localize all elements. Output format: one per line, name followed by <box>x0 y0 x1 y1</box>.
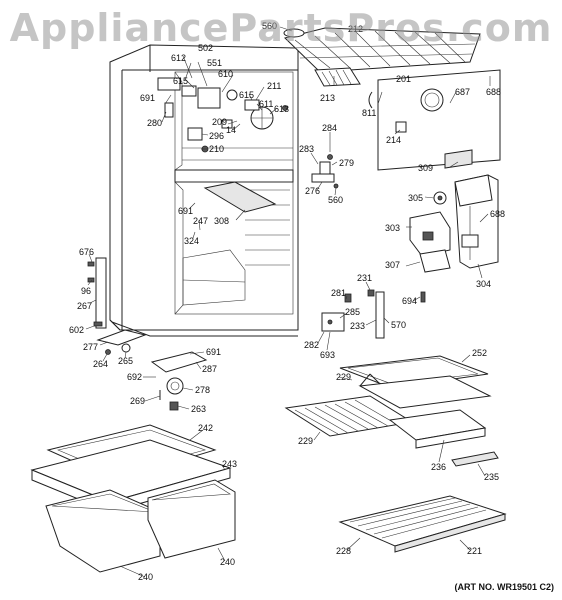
trim-235 <box>451 451 499 467</box>
callout-269: 269 <box>130 396 145 406</box>
callout-502: 502 <box>198 43 213 53</box>
callout-276: 276 <box>305 186 320 196</box>
callout-236: 236 <box>431 462 446 472</box>
callout-240-b: 240 <box>220 557 235 567</box>
callout-96: 96 <box>81 286 91 296</box>
roller-assembly <box>150 351 208 411</box>
callout-560-b: 560 <box>328 195 343 205</box>
control-parts <box>157 77 288 153</box>
callout-307: 307 <box>385 260 400 270</box>
callout-283: 283 <box>299 144 314 154</box>
callout-280: 280 <box>147 118 162 128</box>
crisper-drawer-240-right <box>147 479 236 559</box>
callout-688: 688 <box>486 87 501 97</box>
callout-284: 284 <box>322 123 337 133</box>
callout-242: 242 <box>198 423 213 433</box>
crisper-cover-228 <box>338 495 507 553</box>
air-duct <box>454 174 499 269</box>
callout-201: 201 <box>396 74 411 84</box>
callout-287: 287 <box>202 364 217 374</box>
callout-687: 687 <box>455 87 470 97</box>
callout-324: 324 <box>184 236 199 246</box>
callout-labels: 560 212 502 612 551 615 610 691 211 615 … <box>69 21 505 582</box>
control-knob <box>433 191 447 205</box>
callout-212: 212 <box>348 24 363 34</box>
callout-235: 235 <box>484 472 499 482</box>
damper-assembly <box>409 211 451 273</box>
callout-602: 602 <box>69 325 84 335</box>
plate-309 <box>444 149 473 169</box>
callout-252: 252 <box>472 348 487 358</box>
callout-210: 210 <box>209 144 224 154</box>
hinge-brackets <box>311 154 339 189</box>
callout-296: 296 <box>209 131 224 141</box>
evaporator-cover <box>368 69 501 171</box>
leveling-parts <box>96 329 147 355</box>
callout-691: 691 <box>140 93 155 103</box>
callout-308: 308 <box>214 216 229 226</box>
callout-676: 676 <box>79 247 94 257</box>
freezer-shelf <box>203 181 277 213</box>
callout-610: 610 <box>218 69 233 79</box>
callout-14: 14 <box>226 125 236 135</box>
callout-281: 281 <box>331 288 346 298</box>
callout-560: 560 <box>262 21 277 31</box>
callout-209: 209 <box>212 117 227 127</box>
art-number: (ART NO. WR19501 C2) <box>454 582 554 592</box>
callout-263: 263 <box>191 404 206 414</box>
callout-211: 211 <box>267 81 281 91</box>
callout-231: 231 <box>357 273 372 283</box>
callout-221: 221 <box>467 546 482 556</box>
callout-694: 694 <box>402 296 417 306</box>
callout-265: 265 <box>118 356 133 366</box>
ice-tray <box>314 67 361 87</box>
callout-243: 243 <box>222 459 237 469</box>
glass-shelf-252 <box>339 355 489 389</box>
callout-309: 309 <box>418 163 433 173</box>
callout-282: 282 <box>304 340 319 350</box>
leader-lines <box>85 26 491 578</box>
center-hinge <box>321 289 426 339</box>
callout-285: 285 <box>345 307 360 317</box>
callout-228: 228 <box>336 546 351 556</box>
callout-214: 214 <box>386 135 401 145</box>
freezer-wire-shelf <box>283 27 481 73</box>
callout-613: 613 <box>274 104 289 114</box>
callout-551: 551 <box>207 58 222 68</box>
callout-692: 692 <box>127 372 142 382</box>
callout-811: 811 <box>362 108 376 118</box>
callout-615-b: 615 <box>239 90 254 100</box>
callout-305: 305 <box>408 193 423 203</box>
callout-264: 264 <box>93 359 108 369</box>
callout-691-c: 691 <box>206 347 221 357</box>
callout-611: 611 <box>259 99 273 109</box>
callout-304: 304 <box>476 279 491 289</box>
callout-247: 247 <box>193 216 208 226</box>
callout-279: 279 <box>339 158 354 168</box>
callout-229-b: 229 <box>298 436 313 446</box>
left-side-parts <box>87 257 107 329</box>
crisper-drawer-240-left <box>45 489 161 573</box>
callout-570: 570 <box>391 320 406 330</box>
drawer-236 <box>388 409 487 449</box>
callout-612: 612 <box>171 53 186 63</box>
callout-233: 233 <box>350 321 365 331</box>
callout-240: 240 <box>138 572 153 582</box>
callout-267: 267 <box>77 301 92 311</box>
callout-229: 229 <box>336 372 351 382</box>
callout-303: 303 <box>385 223 400 233</box>
callout-278: 278 <box>195 385 210 395</box>
callout-691-b: 691 <box>178 206 193 216</box>
callout-277: 277 <box>83 342 98 352</box>
callout-213: 213 <box>320 93 335 103</box>
callout-693: 693 <box>320 350 335 360</box>
callout-615: 615 <box>173 76 188 86</box>
shelf-frame-229 <box>358 373 492 409</box>
callout-688-b: 688 <box>490 209 505 219</box>
